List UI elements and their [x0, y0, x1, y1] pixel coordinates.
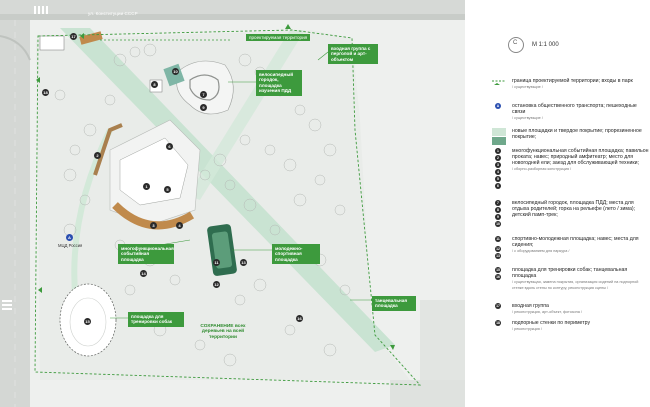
park-area [36, 30, 410, 380]
plan-drawing [0, 0, 465, 407]
legend-sub: / существующие / [512, 85, 543, 90]
project-boundary [34, 29, 422, 386]
legend-sub: / с оборудованием для паркура / [512, 249, 570, 254]
legend-number: 7 [495, 200, 501, 206]
street-label: ул. Конституции СССР [88, 11, 138, 16]
north-arrow: С [508, 37, 524, 53]
entrance-group-label: входная группа с перголой и арт-объектом [328, 44, 378, 65]
crosswalk [2, 6, 48, 310]
legend-number: 12 [495, 246, 501, 252]
marker-3: 3 [150, 222, 157, 229]
legend-text: велосипедный городок, площадка ПДД; мест… [512, 200, 636, 219]
marker-11: 11 [213, 259, 220, 266]
marker-5: 5 [164, 186, 171, 193]
new-surface-icon [492, 128, 506, 136]
legend-number: 10 [495, 221, 501, 227]
legend-text: входная группа [512, 303, 549, 309]
legend-number: 8 [495, 207, 501, 213]
marker-8: 8 [151, 81, 158, 88]
legend-number: 16 [495, 274, 501, 280]
transit-stop-label: МЦД Россия [58, 243, 83, 248]
marker-9: 9 [200, 104, 207, 111]
street-sidewalk [0, 14, 465, 20]
legend-panel: С М 1:1 000 граница проектируемой террит… [470, 0, 650, 407]
legend-text: многофункциональная событийная площадка;… [512, 148, 649, 167]
dog-area-label: площадка для тренировки собак [128, 312, 184, 327]
legend-sub: / существующая, замена покрытия, организ… [512, 280, 639, 291]
marker-4: 4 [176, 222, 183, 229]
transit-stop-icon: А [495, 103, 501, 109]
legend-number: 2 [495, 155, 501, 161]
bike-town-pavilion [163, 63, 185, 87]
main-diagonal-path [60, 28, 395, 352]
north-symbol: С [513, 40, 518, 46]
marker-13: 13 [240, 259, 247, 266]
marker-6: 6 [166, 143, 173, 150]
marker-16: 16 [296, 315, 303, 322]
marker-18: 18 [42, 89, 49, 96]
legend-number: 5 [495, 176, 501, 182]
legend-sub: / сборно-разборная конструкция / [512, 167, 572, 172]
legend-number: 15 [495, 267, 501, 273]
legend-sub: / реконструкция / [512, 327, 542, 332]
legend-text: подпорные стенки по периметру [512, 320, 591, 326]
marker-7: 7 [200, 91, 207, 98]
transit-stop-icon: А [66, 234, 73, 241]
legend-number: 17 [495, 303, 501, 309]
marker-12: 12 [213, 281, 220, 288]
marker-10: 10 [172, 68, 179, 75]
legend-number: 18 [495, 320, 501, 326]
bike-town-area [176, 60, 234, 115]
bike-town-label: велосипедный городок, площадка изучения … [256, 70, 302, 96]
site-plan: ул. Конституции СССР проектируемая терри… [0, 0, 465, 407]
legend-text: граница проектируемой территории; входы … [512, 78, 633, 84]
event-area-label: многофункциональная событийная площадка [118, 244, 174, 265]
boundary-line-icon [492, 80, 506, 85]
scale-label: М 1:1 000 [532, 42, 559, 48]
project-boundary-label: проектируемая территория [246, 34, 311, 42]
legend-number: 9 [495, 214, 501, 220]
legend-number: 13 [495, 253, 501, 259]
legend-text: площадка для тренировки собак; танцеваль… [512, 267, 628, 280]
marker-17: 17 [70, 33, 77, 40]
legend-number: 11 [495, 236, 501, 242]
dance-area-label: танцевальная площадка [372, 296, 416, 311]
legend-sub: / реконструкция, арт-объект, фотозона / [512, 310, 582, 315]
legend-number: 6 [495, 183, 501, 189]
marker-15: 15 [84, 318, 91, 325]
rubber-surface-icon [492, 137, 506, 145]
legend-text: спортивно-молодежная площадка; навес; ме… [512, 236, 639, 249]
legend-number: 4 [495, 169, 501, 175]
marker-2: 2 [94, 152, 101, 159]
legend-text: новые площадки и твердое покрытие; проре… [512, 128, 642, 141]
legend-number: 3 [495, 162, 501, 168]
preserve-trees-label: СОХРАНЕНИЕ всех деревьев на всей террито… [200, 324, 246, 340]
legend-text: остановка общественного транспорта; пеше… [512, 103, 637, 116]
legend-number: 1 [495, 148, 501, 154]
legend-sub: / существующие / [512, 116, 543, 121]
marker-1: 1 [143, 183, 150, 190]
youth-sports-label: молодежно-спортивная площадка [272, 244, 320, 265]
marker-14: 14 [140, 270, 147, 277]
